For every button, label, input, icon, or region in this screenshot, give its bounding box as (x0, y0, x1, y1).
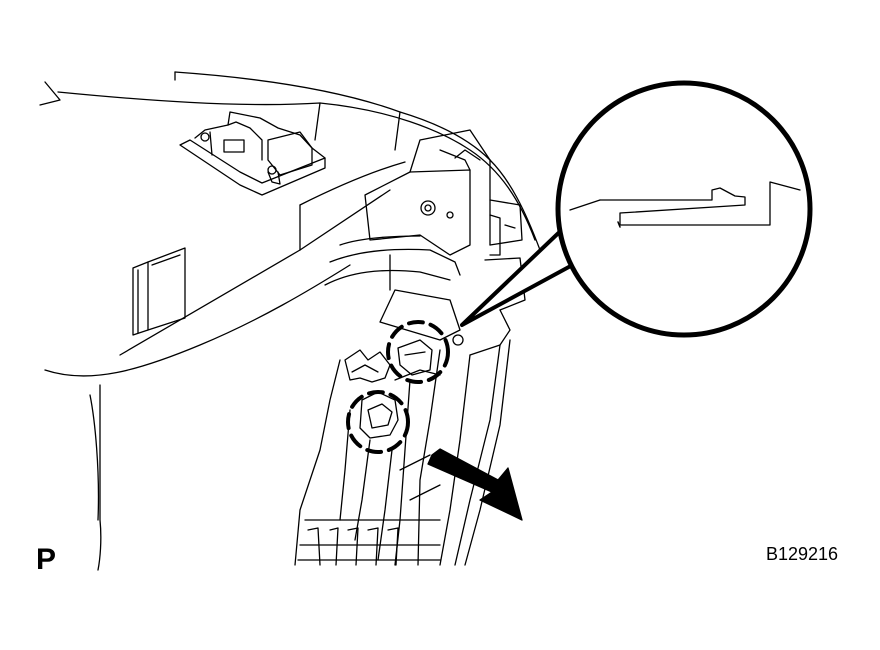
top-connector-bracket (179, 111, 326, 196)
bracket-with-connector (324, 129, 526, 356)
clip-highlight-lower (346, 390, 410, 454)
clip-highlight-upper (386, 320, 450, 384)
view-letter: P (36, 543, 57, 576)
clip-upper (344, 339, 433, 383)
figure-code: B129216 (766, 544, 839, 564)
removal-direction-arrow (427, 448, 523, 521)
callout-pointer (460, 220, 580, 327)
lower-duct (294, 339, 511, 566)
instrument-panel (39, 71, 546, 571)
magnified-claw-detail (555, 80, 813, 338)
